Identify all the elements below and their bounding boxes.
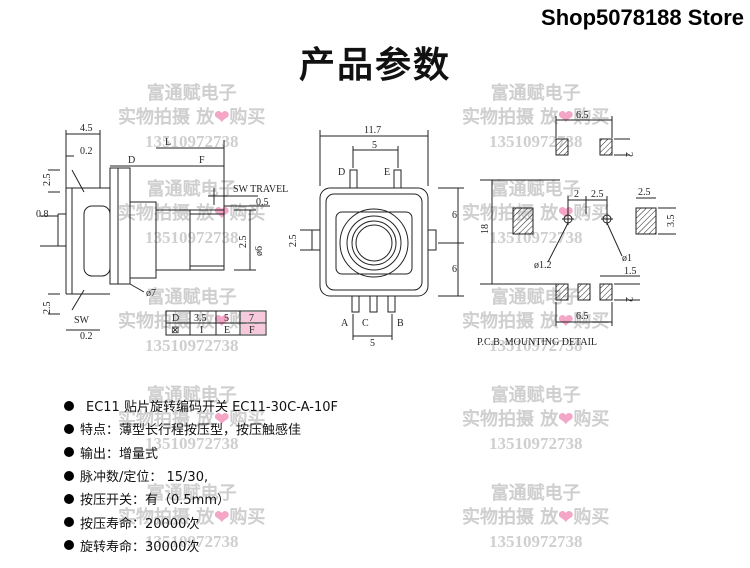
svg-text:P.C.B. MOUNTING DETAIL: P.C.B. MOUNTING DETAIL <box>477 337 597 348</box>
pcb-pad <box>555 138 569 156</box>
svg-text:SW TRAVEL: SW TRAVEL <box>233 184 288 195</box>
svg-text:0.8: 0.8 <box>36 209 49 220</box>
side-collar <box>109 167 131 285</box>
svg-text:7: 7 <box>249 313 254 324</box>
svg-text:ø1.2: ø1.2 <box>534 260 552 271</box>
side-slot <box>83 205 111 277</box>
svg-text:ø1: ø1 <box>622 253 632 264</box>
svg-text:F: F <box>199 155 205 166</box>
svg-text:⊠: ⊠ <box>171 325 179 336</box>
svg-text:6: 6 <box>452 210 457 221</box>
svg-text:SW: SW <box>74 315 90 326</box>
bullet-icon <box>64 447 74 458</box>
bullet-icon <box>64 423 74 434</box>
spec-item: 旋转寿命：30000次 <box>64 534 338 557</box>
front-shaft-ring <box>339 208 409 278</box>
svg-text:2.5: 2.5 <box>42 174 53 187</box>
svg-text:0.2: 0.2 <box>80 331 93 342</box>
svg-text:D: D <box>338 167 345 178</box>
pcb-pad <box>512 207 534 235</box>
page-title: 产品参数 <box>298 45 451 86</box>
svg-text:2: 2 <box>574 189 579 200</box>
bullet-icon <box>64 400 74 411</box>
bullet-icon <box>64 493 74 504</box>
svg-text:ø6: ø6 <box>254 246 265 256</box>
bullet-icon <box>64 470 74 481</box>
svg-text:6.5: 6.5 <box>576 311 589 322</box>
svg-text:E: E <box>224 325 230 336</box>
spec-item: 脉冲数/定位： 15/30, <box>64 464 338 487</box>
pcb-pad <box>599 138 613 156</box>
bullet-icon <box>64 517 74 528</box>
pcb-pad <box>555 283 569 301</box>
svg-text:2.5: 2.5 <box>591 189 604 200</box>
pcb-pad <box>577 283 591 301</box>
watermark: 富通赋电子 实物拍摄 放❤购买 13510972738 <box>462 385 610 453</box>
svg-text:6.5: 6.5 <box>576 110 589 121</box>
svg-text:2.5: 2.5 <box>42 302 53 315</box>
svg-text:4.5: 4.5 <box>80 123 93 134</box>
svg-text:6: 6 <box>452 264 457 275</box>
svg-text:0.2: 0.2 <box>80 146 93 157</box>
side-tab <box>57 213 66 247</box>
watermark: 富通赋电子 实物拍摄 放❤购买 13510972738 <box>462 179 610 247</box>
svg-text:ø7: ø7 <box>146 288 156 299</box>
svg-text:2.5: 2.5 <box>288 235 299 248</box>
bullet-icon <box>64 540 74 551</box>
spec-item: EC11 贴片旋转编码开关 EC11-30C-A-10F <box>64 394 338 417</box>
watermark: 富通赋电子 实物拍摄 放❤购买 13510972738 <box>118 483 266 551</box>
store-name: Shop5078188 Store <box>541 5 744 30</box>
svg-text:2.5: 2.5 <box>238 236 249 249</box>
watermark: 富通赋电子 实物拍摄 放❤购买 13510972738 <box>462 483 610 551</box>
svg-text:C: C <box>362 318 369 329</box>
spec-item: 特点：薄型长行程按压型，按压触感佳 <box>64 417 338 440</box>
svg-text:1.5: 1.5 <box>624 266 637 277</box>
watermark: 富通赋电子 实物拍摄 放❤购买 13510972738 <box>118 385 266 453</box>
svg-text:2.5: 2.5 <box>638 187 651 198</box>
svg-text:2: 2 <box>623 297 634 302</box>
svg-text:2: 2 <box>623 152 634 157</box>
svg-text:3.5: 3.5 <box>194 313 207 324</box>
side-terminals <box>71 169 85 311</box>
svg-text:F: F <box>249 325 255 336</box>
svg-text:L: L <box>165 137 171 148</box>
svg-text:18: 18 <box>480 224 491 234</box>
svg-text:I: I <box>200 325 203 336</box>
pin-table-highlight <box>241 312 265 322</box>
spec-item: 按压开关：有（0.5mm） <box>64 487 338 510</box>
side-body-outline <box>65 187 110 295</box>
pcb-pad <box>635 207 657 235</box>
svg-text:11.7: 11.7 <box>364 125 381 136</box>
svg-text:E: E <box>384 167 390 178</box>
watermark: 富通赋电子 实物拍摄 放❤购买 13510972738 <box>118 83 266 151</box>
svg-text:0.5: 0.5 <box>256 197 269 208</box>
side-bushing <box>129 201 157 279</box>
svg-text:D: D <box>172 313 179 324</box>
spec-item: 按压寿命：20000次 <box>64 510 338 533</box>
svg-text:5: 5 <box>370 338 375 349</box>
spec-list: EC11 贴片旋转编码开关 EC11-30C-A-10F 特点：薄型长行程按压型… <box>64 394 338 557</box>
svg-text:5: 5 <box>224 313 229 324</box>
svg-text:D: D <box>128 155 135 166</box>
spec-item: 输出：增量式 <box>64 441 338 464</box>
svg-text:A: A <box>341 318 349 329</box>
pcb-pad <box>599 283 613 301</box>
svg-text:B: B <box>397 318 404 329</box>
svg-text:5: 5 <box>372 140 377 151</box>
svg-text:3.5: 3.5 <box>666 215 677 228</box>
